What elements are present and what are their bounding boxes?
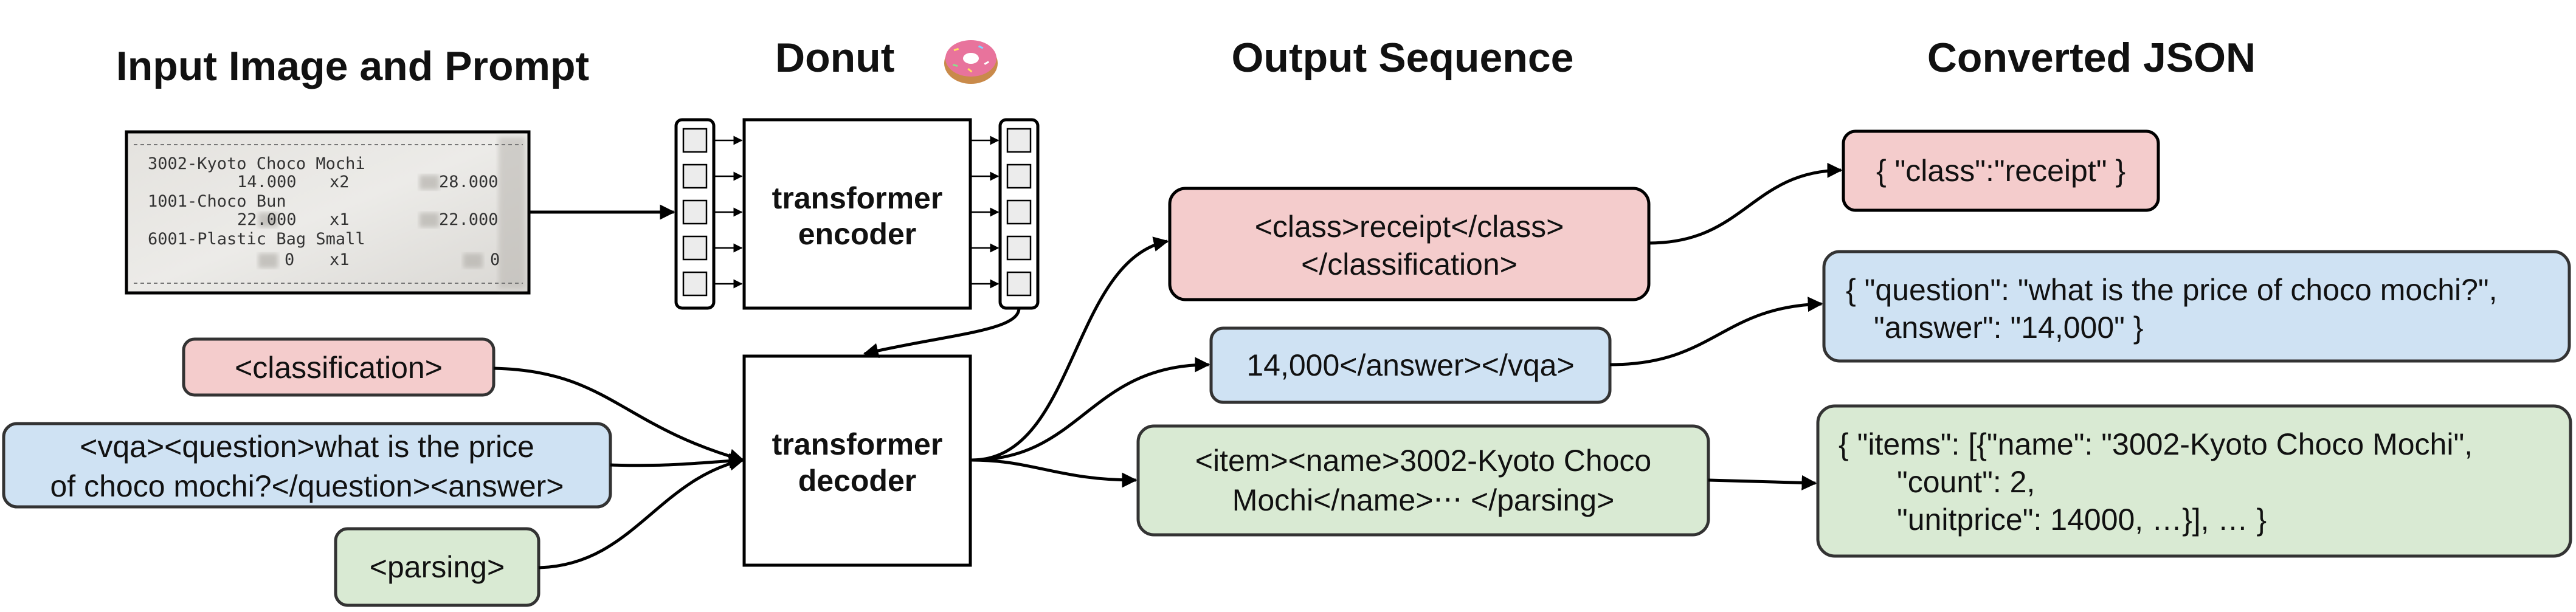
output-classification: <class>receipt</class> </classification> — [1168, 187, 1651, 301]
json-parsing-line3: "unitprice": 14000, …}], … } — [1897, 503, 2267, 537]
arrow-vqa-to-decoder — [610, 453, 745, 469]
json-vqa-line1: { "question": "what is the price of choc… — [1846, 273, 2498, 307]
encoder-label-line1: transformer — [772, 181, 943, 215]
arrow-parsing-to-decoder — [538, 455, 745, 569]
output-parsing-line2: Mochi</name>⋅⋅⋅ </parsing> — [1232, 483, 1615, 517]
header-donut: Donut — [775, 35, 894, 81]
encoder-input-arrows — [715, 136, 743, 289]
decoder-label-line1: transformer — [772, 427, 943, 461]
receipt-image: 3002-Kyoto Choco Mochi 14.000 x2 28.000 … — [125, 130, 531, 295]
donut-icon — [944, 40, 998, 84]
receipt-item-3-total: 0 — [490, 250, 500, 269]
transformer-encoder: transformer encoder — [742, 118, 972, 310]
output-parsing: <item><name>3002-Kyoto Choco Mochi</name… — [1136, 424, 1710, 537]
arrow-decoder-to-class-output — [971, 236, 1169, 462]
output-vqa: 14,000</answer></vqa> — [1209, 326, 1612, 404]
prompt-vqa: <vqa><question>what is the price of choc… — [2, 422, 612, 509]
output-classification-line2: </classification> — [1301, 247, 1518, 281]
arrow-classification-to-decoder — [493, 366, 745, 464]
header-input: Input Image and Prompt — [116, 43, 589, 89]
connectors — [493, 162, 1843, 569]
encoder-output-tokens — [998, 118, 1040, 310]
json-parsing-line1: { "items": [{"name": "3002-Kyoto Choco M… — [1839, 427, 2473, 461]
arrow-parse-to-json — [1708, 475, 1817, 490]
receipt-item-3-qty: x1 — [330, 250, 350, 269]
json-vqa: { "question": "what is the price of choc… — [1822, 250, 2571, 363]
transformer-decoder: transformer decoder — [742, 354, 972, 567]
receipt-item-1-name: 3002-Kyoto Choco Mochi — [148, 154, 365, 173]
encoder-label-line2: encoder — [798, 217, 917, 251]
prompt-vqa-line1: <vqa><question>what is the price — [80, 430, 534, 464]
decoder-label-line2: decoder — [798, 464, 917, 498]
json-classification: { "class":"receipt" } — [1842, 129, 2160, 212]
json-classification-text: { "class":"receipt" } — [1876, 154, 2125, 188]
receipt-item-2-qty: x1 — [330, 210, 350, 229]
encoder-input-tokens — [674, 118, 716, 310]
receipt-item-2-total: 22.000 — [439, 210, 499, 229]
arrow-class-to-json — [1648, 162, 1843, 245]
prompt-classification: <classification> — [182, 337, 496, 397]
prompt-parsing: <parsing> — [334, 527, 540, 607]
arrow-encoder-to-decoder — [863, 308, 1021, 359]
json-parsing: { "items": [{"name": "3002-Kyoto Choco M… — [1816, 404, 2572, 558]
prompt-vqa-line2: of choco mochi?</question><answer> — [50, 469, 564, 503]
header-output: Output Sequence — [1232, 35, 1574, 81]
output-vqa-text: 14,000</answer></vqa> — [1246, 348, 1574, 382]
json-parsing-line2: "count": 2, — [1897, 465, 2035, 499]
json-vqa-line2: "answer": "14,000" } — [1874, 311, 2143, 345]
encoder-output-arrows — [972, 136, 1000, 289]
output-parsing-line1: <item><name>3002-Kyoto Choco — [1195, 444, 1652, 478]
receipt-item-2-price: 22.000 — [237, 210, 297, 229]
receipt-item-1-price: 14.000 — [237, 173, 297, 191]
receipt-item-3-name: 6001-Plastic Bag Small — [148, 230, 365, 249]
receipt-item-2-name: 1001-Choco Bun — [148, 192, 286, 211]
arrow-vqa-to-json — [1609, 297, 1823, 366]
arrow-decoder-to-vqa-output — [971, 357, 1210, 462]
output-classification-line1: <class>receipt</class> — [1255, 210, 1564, 244]
receipt-item-1-total: 28.000 — [439, 173, 499, 191]
header-json: Converted JSON — [1927, 35, 2256, 81]
prompt-classification-text: <classification> — [235, 351, 443, 385]
arrow-decoder-to-parse-output — [971, 458, 1138, 488]
receipt-item-1-qty: x2 — [330, 173, 350, 191]
receipt-item-3-price: 0 — [285, 250, 294, 269]
prompt-parsing-text: <parsing> — [370, 550, 505, 584]
